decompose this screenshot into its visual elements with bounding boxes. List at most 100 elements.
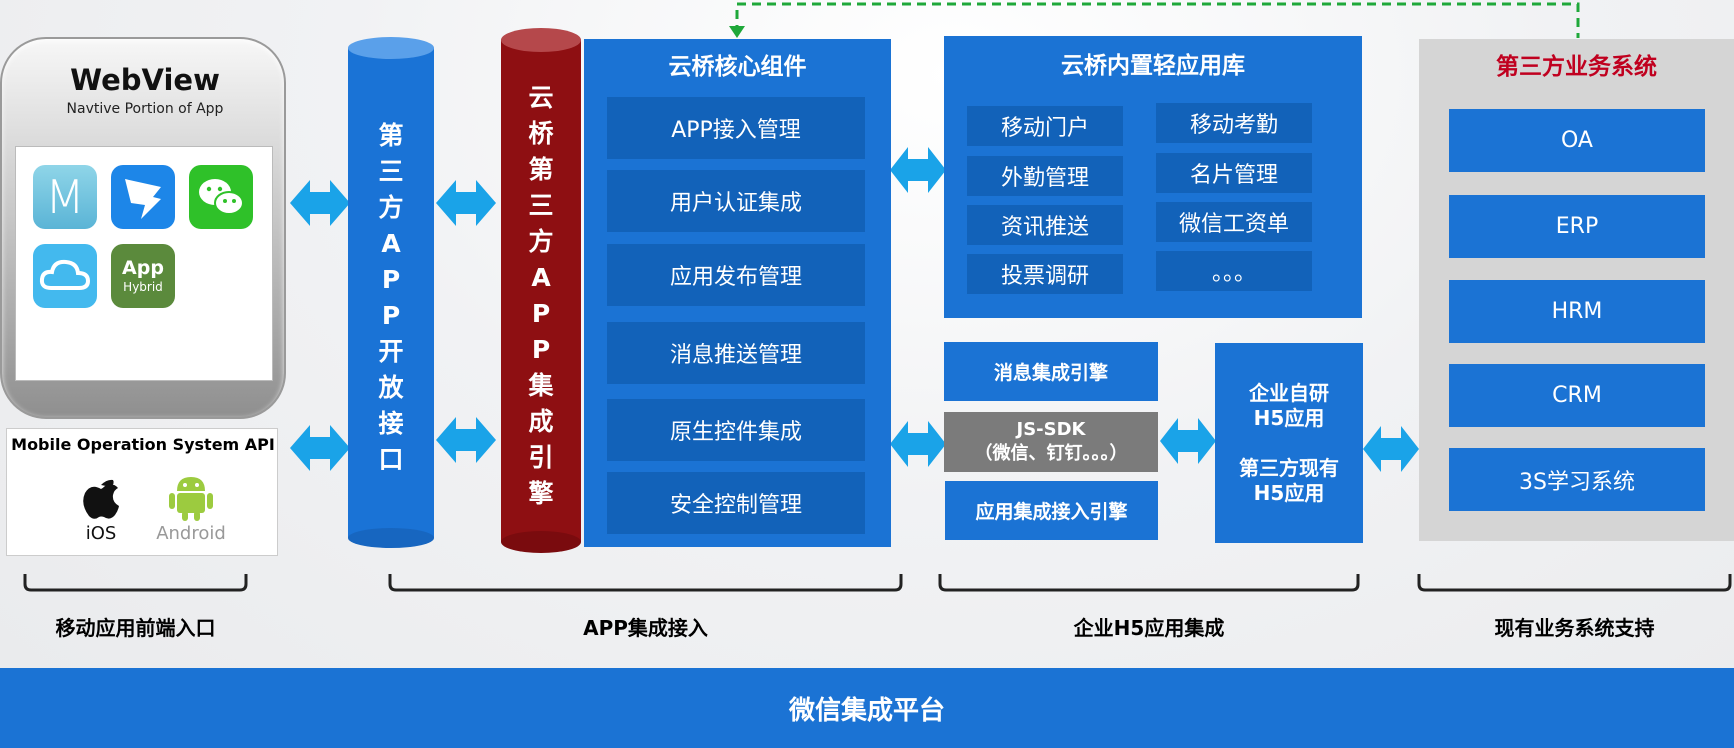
dashed-connector [735, 2, 1580, 38]
third-party-item: OA [1449, 109, 1705, 172]
library-item: 移动门户 [967, 106, 1123, 146]
h5-apps-line2: H5应用 [1253, 405, 1325, 430]
cylinder-char: 擎 [528, 479, 554, 508]
core-item: 用户认证集成 [607, 170, 865, 232]
brace-app [388, 574, 903, 592]
core-item: APP接入管理 [607, 97, 865, 159]
library-item: 移动考勤 [1156, 103, 1312, 143]
js-sdk-line1: JS-SDK [1016, 419, 1086, 440]
h5-apps-line4: H5应用 [1253, 480, 1325, 505]
core-components-title: 云桥核心组件 [668, 54, 807, 80]
brace-existing [1417, 574, 1732, 592]
library-item: 。。。 [1156, 251, 1312, 291]
core-item: 应用发布管理 [607, 244, 865, 306]
third-party-item: 3S学习系统 [1449, 448, 1705, 511]
m-app-icon: M [33, 165, 97, 229]
double-arrow-core-h5 [890, 421, 946, 467]
core-components-panel: 云桥核心组件 APP接入管理 用户认证集成 应用发布管理 消息推送管理 原生控件… [584, 39, 891, 547]
cylinder-char: 三 [528, 191, 554, 220]
apple-icon [83, 479, 119, 519]
brace-h5 [938, 574, 1360, 592]
cylinder-char: 方 [528, 227, 554, 256]
cylinder-char: P [531, 335, 551, 364]
double-arrow-open-engine-bottom [436, 417, 496, 463]
cylinder-char: 集 [528, 371, 554, 400]
group-label-h5: 企业H5应用集成 [1073, 616, 1225, 640]
app-hybrid-line1: App [122, 257, 164, 279]
wechat-icon [189, 165, 253, 229]
cylinder-char: 成 [528, 407, 554, 436]
js-sdk-line2: （微信、钉钉。。。） [974, 443, 1128, 464]
double-arrow-mobile-os [290, 425, 350, 471]
ios-label: iOS [85, 523, 117, 544]
webview-phone: WebView Navtive Portion of App M [0, 37, 286, 419]
android-label: Android [156, 523, 226, 544]
light-app-library-title: 云桥内置轻应用库 [1061, 53, 1245, 79]
cylinder-char: A [531, 263, 551, 292]
cylinder-char: 云 [528, 83, 554, 112]
dashed-connector-arrowhead [729, 26, 745, 38]
core-item: 安全控制管理 [607, 472, 865, 534]
double-arrow-webview [290, 180, 350, 226]
phone-screen: M [15, 146, 273, 381]
library-item: 资讯推送 [967, 205, 1123, 245]
webview-title: WebView [70, 63, 220, 97]
android-icon [169, 477, 213, 521]
cylinder-char: 第 [378, 121, 404, 150]
mobile-os-api-title: Mobile Operation System API [11, 435, 275, 454]
third-party-item: CRM [1449, 364, 1705, 427]
cylinder-char: P [531, 299, 551, 328]
double-arrow-h5-third-party [1363, 426, 1419, 472]
cylinder-char: 引 [528, 443, 554, 472]
cylinder-char: 开 [378, 337, 404, 366]
cylinder-char: P [381, 265, 401, 294]
app-hybrid-line2: Hybrid [123, 280, 163, 294]
core-item: 消息推送管理 [607, 322, 865, 384]
double-arrow-jssdk-h5apps [1160, 418, 1216, 464]
third-party-item: ERP [1449, 195, 1705, 258]
cloud-icon [33, 244, 97, 308]
library-item: 外勤管理 [967, 156, 1123, 196]
cylinder-char: 接 [378, 409, 404, 438]
app-hybrid-icon: App Hybrid [111, 244, 175, 308]
third-party-systems-panel: 第三方业务系统 OA ERP HRM CRM 3S学习系统 [1419, 39, 1734, 541]
third-party-item: HRM [1449, 280, 1705, 343]
library-item: 名片管理 [1156, 153, 1312, 193]
group-braces [23, 574, 1732, 592]
h5-apps-block: 企业自研 H5应用 第三方现有 H5应用 [1215, 343, 1363, 543]
group-label-existing: 现有业务系统支持 [1494, 616, 1655, 640]
cylinder-char: 三 [378, 157, 404, 186]
message-integration-engine: 消息集成引擎 [944, 342, 1158, 401]
cylinder-char: A [381, 229, 401, 258]
library-item: 微信工资单 [1156, 202, 1312, 242]
double-arrow-open-engine-top [436, 180, 496, 226]
platform-footer-bar: 微信集成平台 [0, 668, 1734, 748]
js-sdk-block: JS-SDK （微信、钉钉。。。） [944, 412, 1158, 472]
h5-apps-line1: 企业自研 [1249, 380, 1329, 405]
brace-mobile [23, 574, 248, 592]
library-item: 投票调研 [967, 254, 1123, 294]
cylinder-char: P [381, 301, 401, 330]
core-item: 原生控件集成 [607, 399, 865, 461]
cylinder-char: 桥 [528, 119, 554, 148]
h5-apps-line3: 第三方现有 [1239, 455, 1339, 480]
cylinder-char: 口 [378, 445, 404, 474]
cylinder-char: 第 [528, 155, 554, 184]
cylinder-open-interface [348, 37, 434, 548]
third-party-systems-title: 第三方业务系统 [1496, 54, 1657, 80]
cylinder-engine [501, 28, 581, 553]
app-integration-access-engine: 应用集成接入引擎 [945, 481, 1158, 540]
cylinder-char: 放 [378, 373, 404, 402]
group-label-app: APP集成接入 [583, 616, 708, 640]
light-app-library-panel: 云桥内置轻应用库 移动门户 移动考勤 外勤管理 名片管理 资讯推送 微信工资单 … [944, 36, 1362, 318]
webview-subtitle: Navtive Portion of App [66, 101, 224, 117]
cylinder-char: 方 [378, 193, 404, 222]
double-arrow-core-library [890, 147, 946, 193]
group-label-mobile: 移动应用前端入口 [55, 616, 216, 640]
dingtalk-icon [111, 165, 175, 229]
mobile-os-api-box: Mobile Operation System API iOS Android [6, 428, 278, 556]
